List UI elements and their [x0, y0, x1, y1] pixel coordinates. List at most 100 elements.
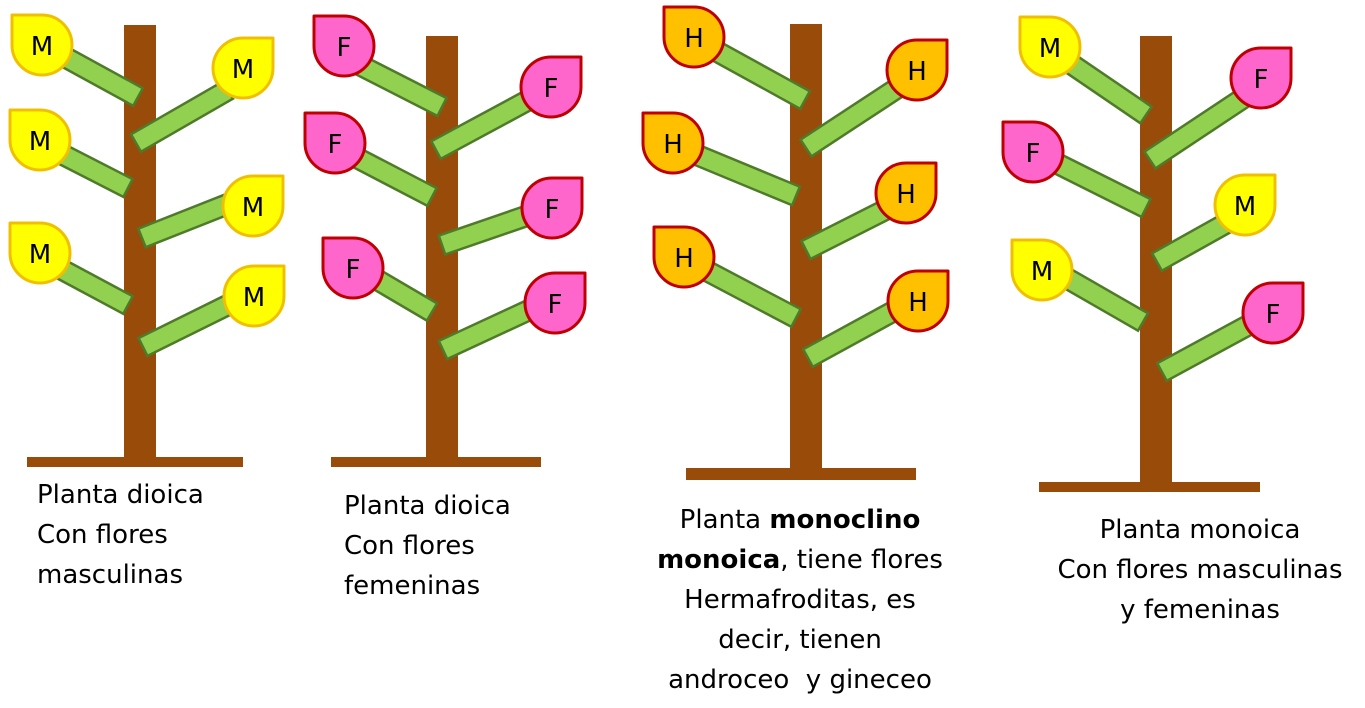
- female-flower: F: [321, 236, 385, 300]
- flower-label: H: [684, 24, 704, 54]
- caption-line: Con flores: [344, 531, 475, 561]
- flower-shape: [641, 111, 705, 175]
- plant-dioica-femenina: F F F F F F: [303, 14, 587, 467]
- flower-shape: [885, 38, 949, 102]
- male-flower: M: [221, 174, 285, 238]
- ground-line: [686, 468, 916, 480]
- flower-label: H: [663, 130, 683, 160]
- flower-label: F: [328, 130, 343, 160]
- flower-shape: [1241, 281, 1305, 345]
- male-flower: M: [1213, 173, 1277, 237]
- female-flower: F: [520, 176, 584, 240]
- flower-shape: [1213, 173, 1277, 237]
- caption-line: Hermafroditas, es: [684, 585, 916, 615]
- flower-shape: [1001, 120, 1065, 184]
- hermaphrodite-flower: H: [662, 5, 726, 69]
- male-flower: M: [8, 108, 72, 172]
- female-flower: F: [1001, 120, 1065, 184]
- hermaphrodite-flower: H: [886, 269, 950, 333]
- caption-line: monoica, tiene flores: [640, 540, 960, 580]
- flower-shape: [8, 108, 72, 172]
- female-flower: F: [312, 14, 376, 78]
- caption-dioica-masculina: Planta dioica Con flores masculinas: [37, 475, 204, 595]
- plant-dioica-masculina: M M M M M M: [8, 13, 286, 467]
- flower-shape: [303, 111, 367, 175]
- flower-shape: [321, 236, 385, 300]
- flower-shape: [222, 264, 286, 328]
- caption-line: Planta monoclino: [640, 500, 960, 540]
- flower-label: H: [674, 244, 694, 274]
- flower-label: H: [908, 288, 928, 318]
- caption-line: masculinas: [37, 560, 183, 590]
- flower-label: M: [242, 193, 264, 223]
- hermaphrodite-flower: H: [885, 38, 949, 102]
- caption-line: decir, tienen: [718, 625, 882, 655]
- flower-shape: [312, 14, 376, 78]
- flower-label: M: [29, 240, 51, 270]
- flower-shape: [652, 225, 716, 289]
- flower-label: H: [896, 180, 916, 210]
- caption-monoclino: Planta monoclino monoica, tiene flores H…: [640, 500, 960, 700]
- flower-shape: [1229, 46, 1293, 110]
- flower-label: H: [907, 57, 927, 87]
- caption-bold-term: monoclino: [769, 505, 921, 535]
- female-flower: F: [1229, 46, 1293, 110]
- flower-label: F: [1266, 300, 1281, 330]
- caption-line: Con flores: [37, 520, 168, 550]
- male-flower: M: [8, 221, 72, 285]
- flower-label: M: [243, 283, 265, 313]
- flower-shape: [211, 36, 275, 100]
- caption-line: Planta dioica: [344, 491, 511, 521]
- ground-line: [27, 457, 243, 467]
- female-flower: F: [1241, 281, 1305, 345]
- flower-shape: [520, 176, 584, 240]
- flower-label: M: [232, 55, 254, 85]
- hermaphrodite-flower: H: [641, 111, 705, 175]
- female-flower: F: [519, 55, 583, 119]
- hermaphrodite-flower: H: [652, 225, 716, 289]
- flower-label: F: [1026, 139, 1041, 169]
- caption-bold-term: monoica: [657, 545, 781, 575]
- male-flower: M: [1018, 15, 1082, 79]
- flower-label: F: [346, 255, 361, 285]
- flower-shape: [886, 269, 950, 333]
- flower-label: F: [544, 74, 559, 104]
- flower-label: F: [545, 195, 560, 225]
- flower-label: M: [1234, 192, 1256, 222]
- male-flower: M: [222, 264, 286, 328]
- caption-line: Con flores masculinas: [1057, 555, 1343, 585]
- flower-shape: [523, 271, 587, 335]
- caption-line: androceo y gineceo: [668, 665, 932, 695]
- plant-monoica: M F F M M F: [1001, 15, 1305, 492]
- flower-label: M: [29, 127, 51, 157]
- female-flower: F: [523, 271, 587, 335]
- flower-shape: [221, 174, 285, 238]
- flower-shape: [519, 55, 583, 119]
- male-flower: M: [211, 36, 275, 100]
- caption-line: y femeninas: [1120, 595, 1280, 625]
- caption-line: Planta monoica: [1099, 515, 1301, 545]
- caption-line: femeninas: [344, 571, 481, 601]
- flower-label: F: [548, 290, 563, 320]
- caption-text: Planta: [679, 505, 770, 535]
- ground-line: [331, 457, 541, 467]
- ground-line: [1039, 482, 1260, 492]
- caption-monoica: Planta monoica Con flores masculinas y f…: [1030, 510, 1365, 630]
- flower-shape: [8, 221, 72, 285]
- flower-shape: [10, 13, 74, 77]
- flower-shape: [1010, 238, 1074, 302]
- caption-text: , tiene flores: [780, 545, 943, 575]
- flower-shape: [1018, 15, 1082, 79]
- female-flower: F: [303, 111, 367, 175]
- flower-label: M: [1039, 34, 1061, 64]
- flower-label: F: [1254, 65, 1269, 95]
- hermaphrodite-flower: H: [874, 161, 938, 225]
- male-flower: M: [10, 13, 74, 77]
- flower-shape: [662, 5, 726, 69]
- flower-label: M: [1031, 257, 1053, 287]
- flower-shape: [874, 161, 938, 225]
- plant-monoclino: H H H H H H: [641, 5, 950, 480]
- caption-line: Planta dioica: [37, 480, 204, 510]
- flower-label: F: [337, 33, 352, 63]
